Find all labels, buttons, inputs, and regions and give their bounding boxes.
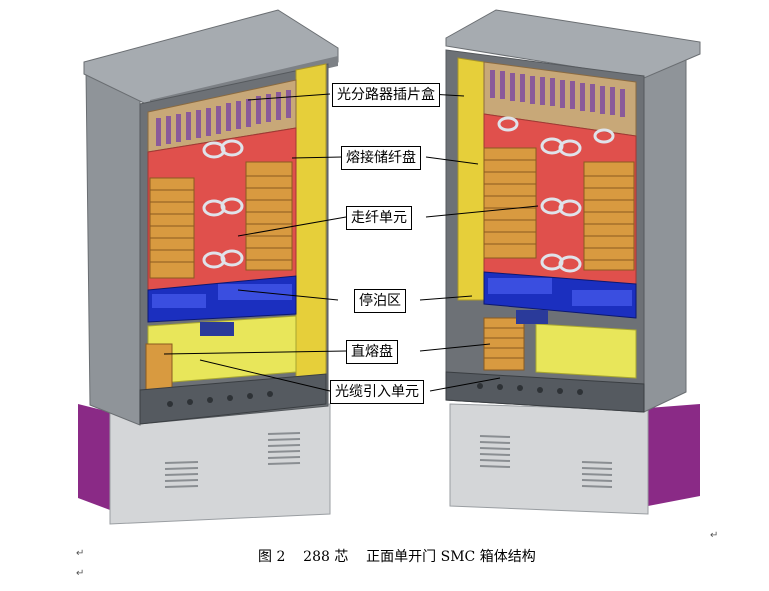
right-plinth: [449, 403, 649, 515]
left-tray-a: [149, 177, 195, 279]
right-base-side: [648, 404, 700, 506]
right-parking-strip-b: [572, 290, 632, 306]
return-mark-right: ↵: [710, 530, 719, 541]
right-fiber-rings: [497, 116, 615, 273]
right-entry-unit: [535, 323, 637, 379]
left-tray-b: [245, 161, 293, 271]
left-right-post: [295, 63, 327, 406]
right-direct-splice-tray: [483, 317, 525, 371]
leader-lines: [163, 93, 539, 392]
right-side-wall: [643, 47, 687, 413]
right-roof: [445, 9, 701, 79]
right-cabinet: [445, 9, 701, 515]
right-left-post: [457, 57, 485, 301]
left-floor: [139, 373, 327, 425]
right-floor: [445, 371, 645, 413]
left-cabinet: [78, 9, 339, 525]
right-tray-b: [583, 161, 635, 271]
right-vents: [479, 435, 613, 488]
left-parking-strip-a: [152, 294, 206, 308]
return-mark-left-1: ↵: [76, 548, 85, 559]
right-splitter-slots: [490, 70, 625, 117]
callout-parking-area: 停泊区: [354, 289, 406, 313]
right-floor-holes: [477, 383, 583, 395]
left-tray-lines: [150, 175, 292, 263]
left-direct-splice-tray: [145, 343, 173, 391]
right-parking-strip-a: [488, 278, 552, 294]
return-mark-left-2: ↵: [76, 568, 85, 579]
left-vents: [164, 432, 301, 488]
left-fiber-rings: [202, 139, 244, 269]
left-side-wall: [85, 69, 141, 426]
left-base-side: [78, 404, 110, 510]
caption-text: 正面单开门 SMC 箱体结构: [366, 549, 536, 565]
left-floor-holes: [167, 391, 273, 407]
left-splitter-slots: [156, 90, 291, 146]
right-tray-a: [483, 147, 537, 259]
left-warning-plate: [200, 322, 234, 336]
callout-fiber-routing: 走纤单元: [346, 206, 412, 230]
callout-direct-splice-tray: 直熔盘: [346, 340, 398, 364]
right-tray-lines: [484, 159, 634, 261]
callout-cable-entry: 光缆引入单元: [330, 380, 424, 404]
figure-caption: 图 2 288 芯 正面单开门 SMC 箱体结构: [258, 546, 536, 566]
caption-number: 288 芯: [303, 549, 349, 565]
right-warning-plate: [516, 310, 548, 324]
right-direct-tray-lines: [484, 327, 524, 359]
caption-label: 图 2: [258, 549, 286, 565]
callout-splice-tray: 熔接储纤盘: [341, 146, 421, 170]
callout-splitter-box: 光分路器插片盒: [332, 83, 440, 107]
